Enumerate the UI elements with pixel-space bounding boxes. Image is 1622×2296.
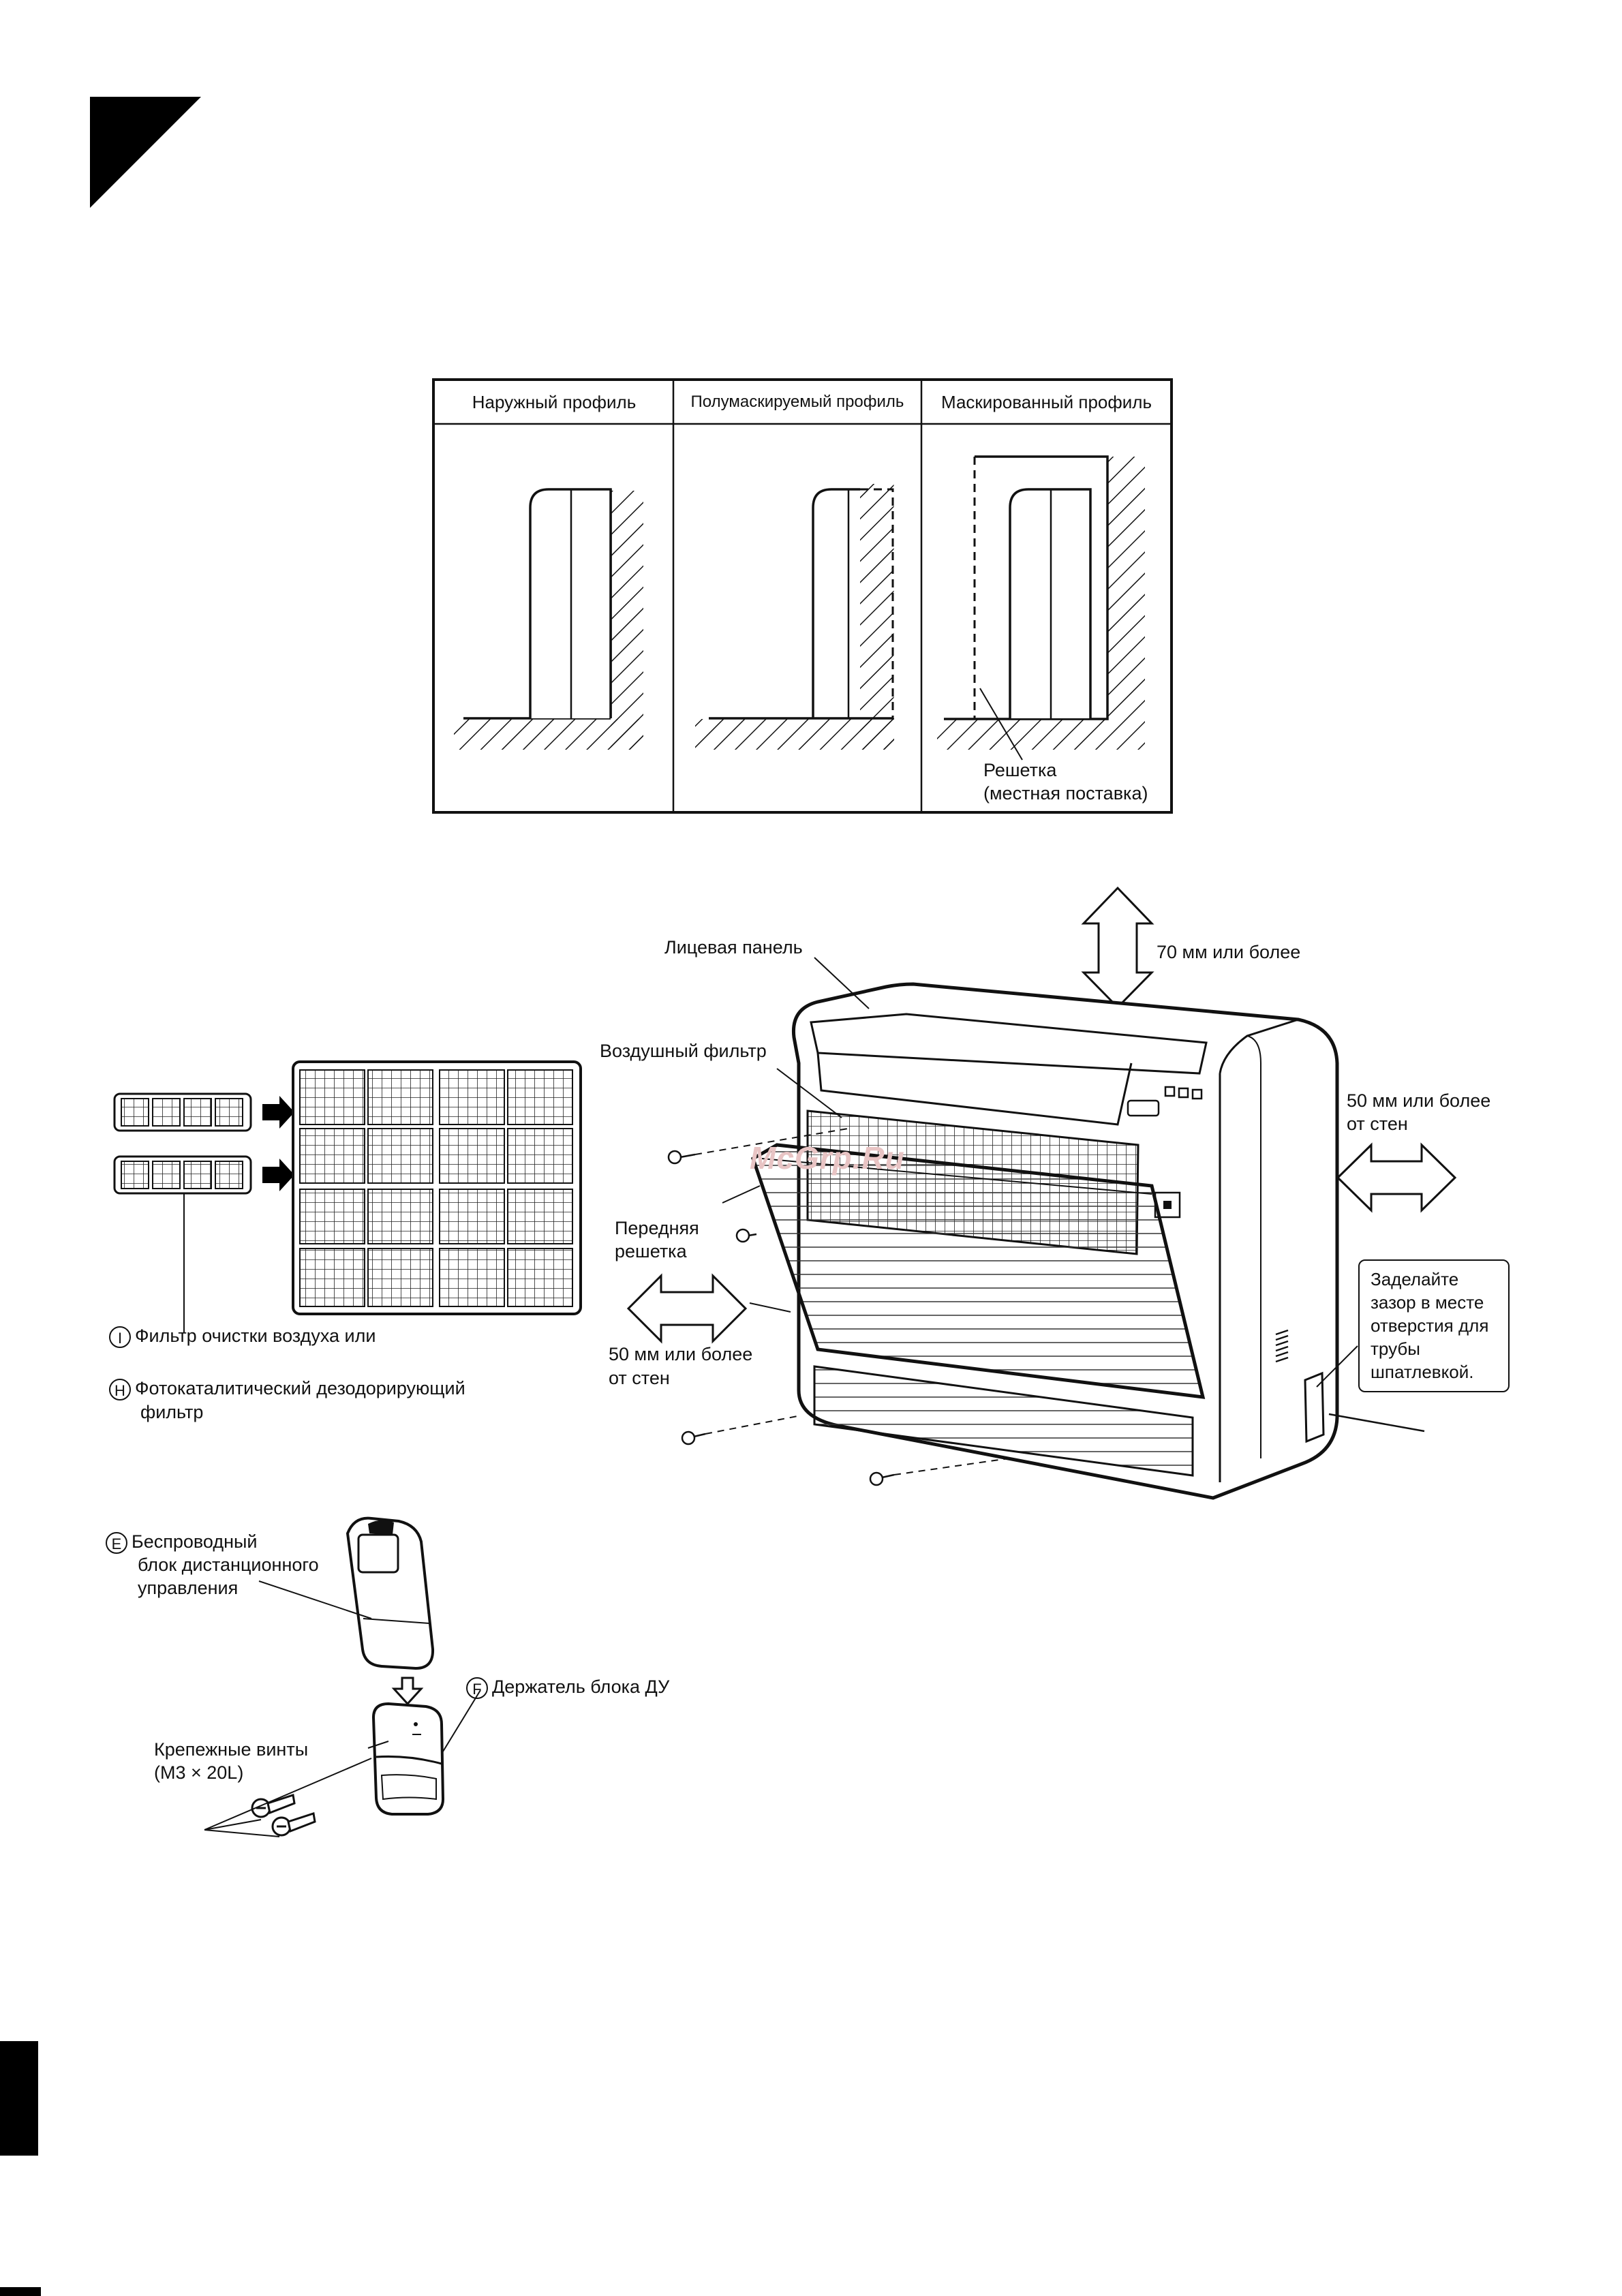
watermark: McGrp.Ru bbox=[750, 1140, 905, 1176]
table-header-concealed: Маскированный профиль bbox=[941, 392, 1152, 412]
holder-F-text: Держатель блока ДУ bbox=[492, 1677, 670, 1697]
air-filter-label: Воздушный фильтр bbox=[600, 1041, 767, 1061]
table-header-semi-concealed: Полумаскируемый профиль bbox=[690, 393, 904, 411]
arrow-right-icon bbox=[262, 1096, 294, 1129]
seal-note-line: шпатлевкой. bbox=[1371, 1362, 1474, 1382]
indoor-unit-drawing bbox=[626, 886, 1457, 1500]
profile-semi-concealed-drawing bbox=[688, 463, 895, 750]
arrow-right-icon bbox=[262, 1159, 294, 1191]
item-letter-F: F bbox=[466, 1677, 488, 1699]
clearance-arrow-left bbox=[626, 1273, 748, 1344]
front-panel-label: Лицевая панель bbox=[664, 937, 803, 958]
remote-E-text: Беспроводный bbox=[132, 1531, 258, 1552]
profile-concealed-drawing bbox=[937, 455, 1145, 761]
side-tab-mark bbox=[0, 2041, 38, 2156]
bottom-edge-mark bbox=[0, 2287, 41, 2296]
filter-I-text: Фильтр очистки воздуха или bbox=[135, 1326, 376, 1346]
seal-note-line: зазор в месте bbox=[1371, 1292, 1484, 1313]
item-letter-I: I bbox=[109, 1326, 131, 1348]
front-grille-label-line2: решетка bbox=[615, 1241, 687, 1261]
item-letter-E: E bbox=[106, 1531, 127, 1554]
side-clearance-label: 50 мм или более bbox=[1347, 1090, 1491, 1111]
grille-local-supply-label: (местная поставка) bbox=[983, 783, 1148, 803]
item-letter-H: H bbox=[109, 1378, 131, 1400]
small-filter-cartridges bbox=[113, 1092, 294, 1332]
grille-label: Решетка bbox=[983, 760, 1057, 780]
filter-H-text: Фотокаталитический дезодорирующий bbox=[135, 1378, 465, 1398]
installation-profile-table bbox=[432, 378, 1173, 814]
remote-controller-drawing bbox=[258, 1516, 435, 1706]
table-header-exposed: Наружный профиль bbox=[472, 392, 637, 412]
large-air-filter bbox=[292, 1060, 582, 1315]
side-clearance-walls-label: от стен bbox=[1347, 1114, 1408, 1134]
seal-note-box: Заделайте зазор в месте отверстия для тр… bbox=[1358, 1259, 1510, 1392]
filter-H-text-line2: фильтр bbox=[140, 1402, 204, 1422]
front-grille-label: Передняя bbox=[615, 1218, 699, 1238]
screws-label: Крепежные винты bbox=[154, 1739, 309, 1760]
remote-E-text-line3: управления bbox=[138, 1578, 239, 1598]
profile-exposed-drawing bbox=[450, 463, 643, 750]
seal-note-line: Заделайте bbox=[1371, 1269, 1459, 1289]
corner-triangle-mark bbox=[90, 97, 201, 208]
remote-E-text-line2: блок дистанционного bbox=[138, 1555, 319, 1575]
seal-note-line: отверстия для bbox=[1371, 1315, 1489, 1336]
screws-size-label: (M3 × 20L) bbox=[154, 1762, 244, 1783]
clearance-arrow-right bbox=[1336, 1142, 1457, 1213]
left-clearance-label: 50 мм или более bbox=[609, 1344, 753, 1364]
clearance-arrow-top bbox=[1081, 886, 1154, 1009]
remote-holder-drawing bbox=[204, 1689, 481, 1837]
left-clearance-walls-label: от стен bbox=[609, 1368, 670, 1388]
top-clearance-label: 70 мм или более bbox=[1157, 942, 1301, 962]
seal-note-line: трубы bbox=[1371, 1338, 1420, 1359]
arrow-down-icon bbox=[391, 1677, 424, 1706]
